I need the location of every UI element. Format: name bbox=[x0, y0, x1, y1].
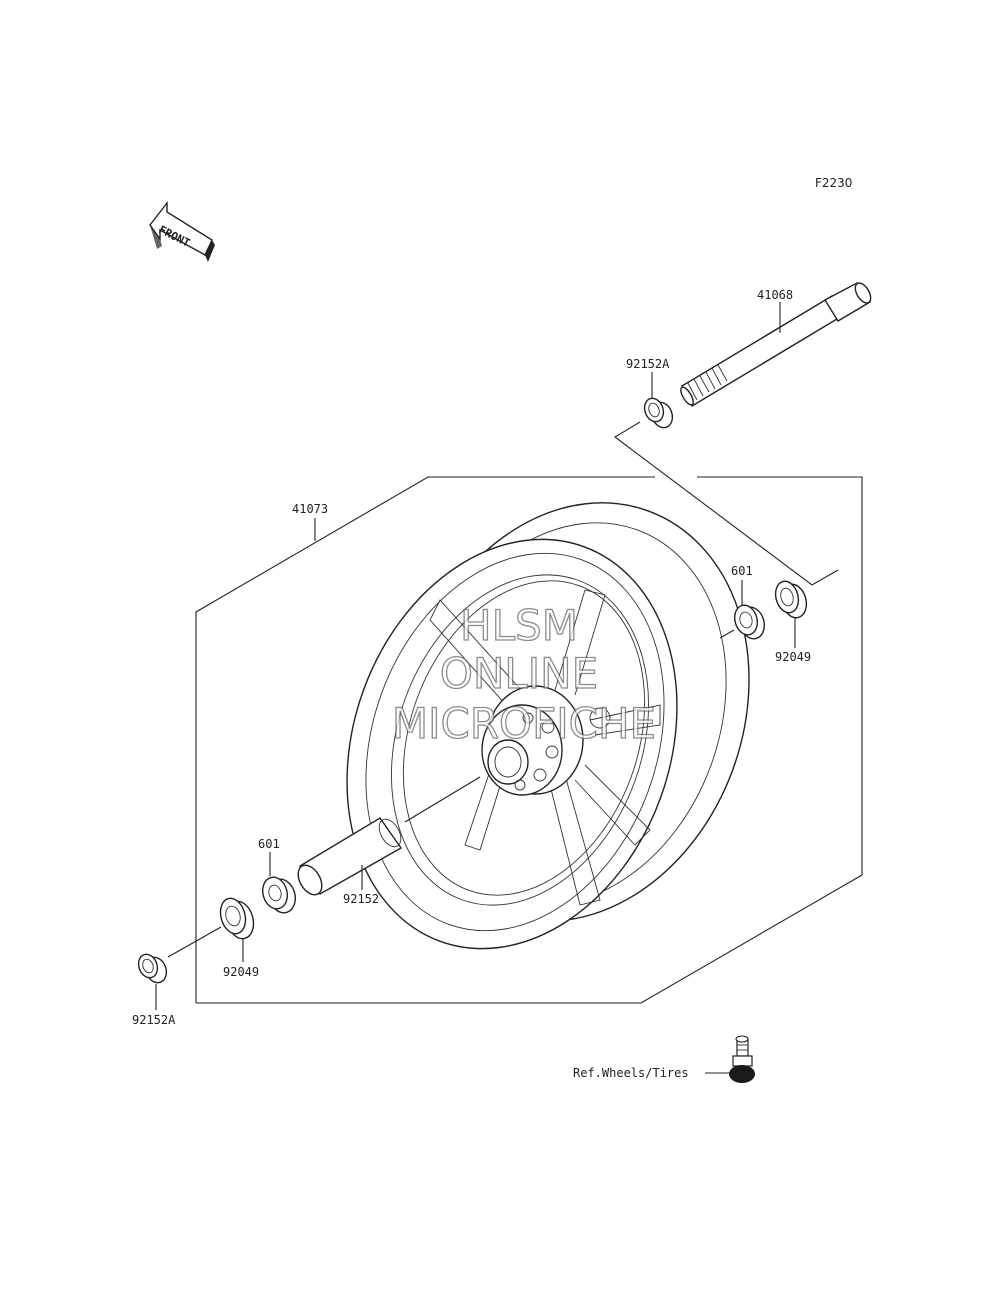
bearing-left-part-number: 601 bbox=[258, 837, 280, 851]
watermark-line2: ONLINE bbox=[440, 649, 598, 698]
spacer-part-number: 92152 bbox=[343, 892, 379, 906]
seal-right[interactable] bbox=[772, 579, 810, 621]
axle[interactable] bbox=[678, 280, 873, 407]
seal-left[interactable] bbox=[217, 896, 258, 942]
bearing-right[interactable] bbox=[731, 603, 767, 642]
reference-label[interactable]: Ref.Wheels/Tires bbox=[573, 1066, 689, 1080]
watermark: HLSM ONLINE MICROFICHE bbox=[391, 600, 656, 748]
seal-right-part-number: 92049 bbox=[775, 650, 811, 664]
axle-part-number: 41068 bbox=[757, 288, 793, 302]
wheel-part-number: 41073 bbox=[292, 502, 328, 516]
bearing-left[interactable] bbox=[259, 874, 299, 915]
front-wheel[interactable] bbox=[292, 453, 806, 995]
collar-left[interactable] bbox=[135, 952, 169, 986]
collar-right-part-number: 92152A bbox=[626, 357, 670, 371]
spacer[interactable] bbox=[293, 816, 405, 899]
collar-left-part-number: 92152A bbox=[132, 1013, 176, 1027]
watermark-line3: MICROFICHE bbox=[392, 699, 656, 748]
figure-code: F2230 bbox=[815, 176, 852, 190]
collar-right[interactable] bbox=[641, 396, 675, 431]
seal-left-part-number: 92049 bbox=[223, 965, 259, 979]
bearing-right-part-number: 601 bbox=[731, 564, 753, 578]
front-direction-arrow-icon: FRONT bbox=[149, 200, 215, 262]
watermark-line1: HLSM bbox=[460, 601, 578, 650]
tire-valve-icon bbox=[729, 1035, 755, 1083]
